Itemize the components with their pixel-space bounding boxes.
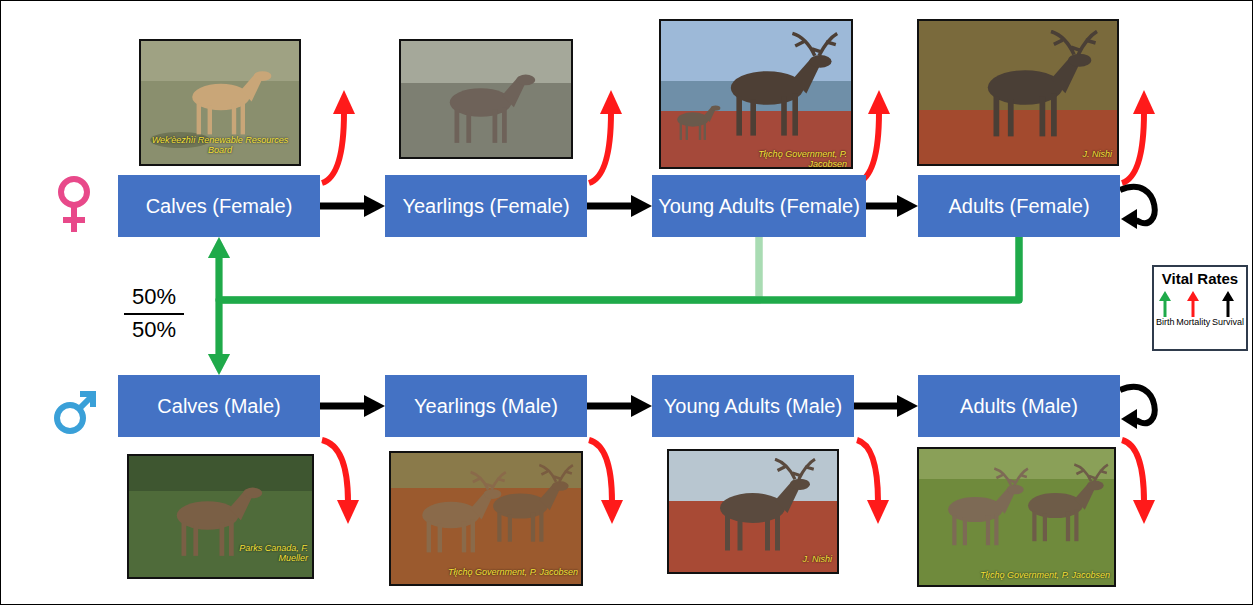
survival-arrow: [1120, 187, 1155, 229]
legend-arrow: [1158, 291, 1172, 317]
stage-box: Yearlings (Male): [385, 375, 587, 437]
photo-credit: Tłı̨chǫ Government, P. Jacobsen: [735, 150, 847, 170]
photo: [400, 40, 572, 158]
photo-credit: Parks Canada, F. Mueller: [232, 544, 308, 564]
mortality-arrow: [322, 112, 1144, 502]
legend-text: Mortality: [1176, 317, 1210, 327]
photo: [918, 20, 1118, 165]
photo: [140, 40, 300, 165]
legend-item: Birth: [1156, 291, 1175, 327]
box-label: Adults (Male): [954, 394, 1084, 418]
birth-arrow: [208, 237, 759, 375]
stage-box: Yearlings (Female): [385, 175, 587, 237]
stage-box: Calves (Male): [118, 375, 320, 437]
box-label: Yearlings (Female): [396, 194, 575, 218]
male-symbol: [57, 394, 93, 431]
survival-arrow: [854, 395, 918, 417]
stage-box: Adults (Female): [918, 175, 1120, 237]
survival-arrow: [587, 395, 652, 417]
photo-credit: Wek'èezhìi Renewable Resources Board: [150, 136, 290, 156]
photo-credit: Tłı̨chǫ Government, P. Jacobsen: [408, 568, 578, 578]
legend-arrow: [1186, 291, 1200, 317]
box-label: Adults (Female): [942, 194, 1095, 218]
box-label: Yearlings (Male): [408, 394, 564, 418]
mortality-arrowhead: [333, 90, 1155, 524]
photo: [390, 452, 582, 585]
legend-row: BirthMortalitySurvival: [1156, 291, 1244, 327]
box-label: Calves (Female): [140, 194, 299, 218]
legend-title: Vital Rates: [1156, 270, 1244, 287]
legend-box: Vital RatesBirthMortalitySurvival: [1152, 265, 1248, 351]
box-label: Young Adults (Male): [658, 394, 848, 418]
stage-box: Adults (Male): [918, 375, 1120, 437]
box-label: Young Adults (Female): [652, 194, 866, 218]
female-symbol: [61, 179, 87, 232]
birth-arrow: [208, 237, 759, 300]
survival-arrow: [1120, 387, 1155, 429]
photo-credit: J. Nishi: [780, 555, 832, 565]
survival-arrow: [320, 195, 385, 217]
survival-arrow: [587, 195, 652, 217]
box-label: Calves (Male): [151, 394, 286, 418]
photo: [918, 448, 1115, 586]
legend-arrow: [1221, 291, 1235, 317]
legend-item: Mortality: [1176, 291, 1210, 327]
stage-box: Young Adults (Female): [652, 175, 866, 237]
legend-text: Survival: [1212, 317, 1244, 327]
photo-credit: J. Nishi: [1060, 150, 1112, 160]
survival-arrow: [320, 395, 385, 417]
birth-arrow: [208, 237, 1019, 375]
ratio-label: 50%: [123, 285, 185, 309]
photo: [668, 450, 838, 573]
photo: [660, 20, 852, 168]
photo-credit: Tłı̨chǫ Government, P. Jacobsen: [938, 571, 1110, 581]
stage-box: Young Adults (Male): [652, 375, 854, 437]
birth-arrow: [208, 237, 1019, 300]
legend-text: Birth: [1156, 317, 1175, 327]
stage-box: Calves (Female): [118, 175, 320, 237]
survival-arrow: [866, 195, 918, 217]
ratio-label: 50%: [123, 318, 185, 342]
fraction-bar: [124, 313, 184, 315]
photo: [128, 455, 313, 578]
legend-item: Survival: [1212, 291, 1244, 327]
